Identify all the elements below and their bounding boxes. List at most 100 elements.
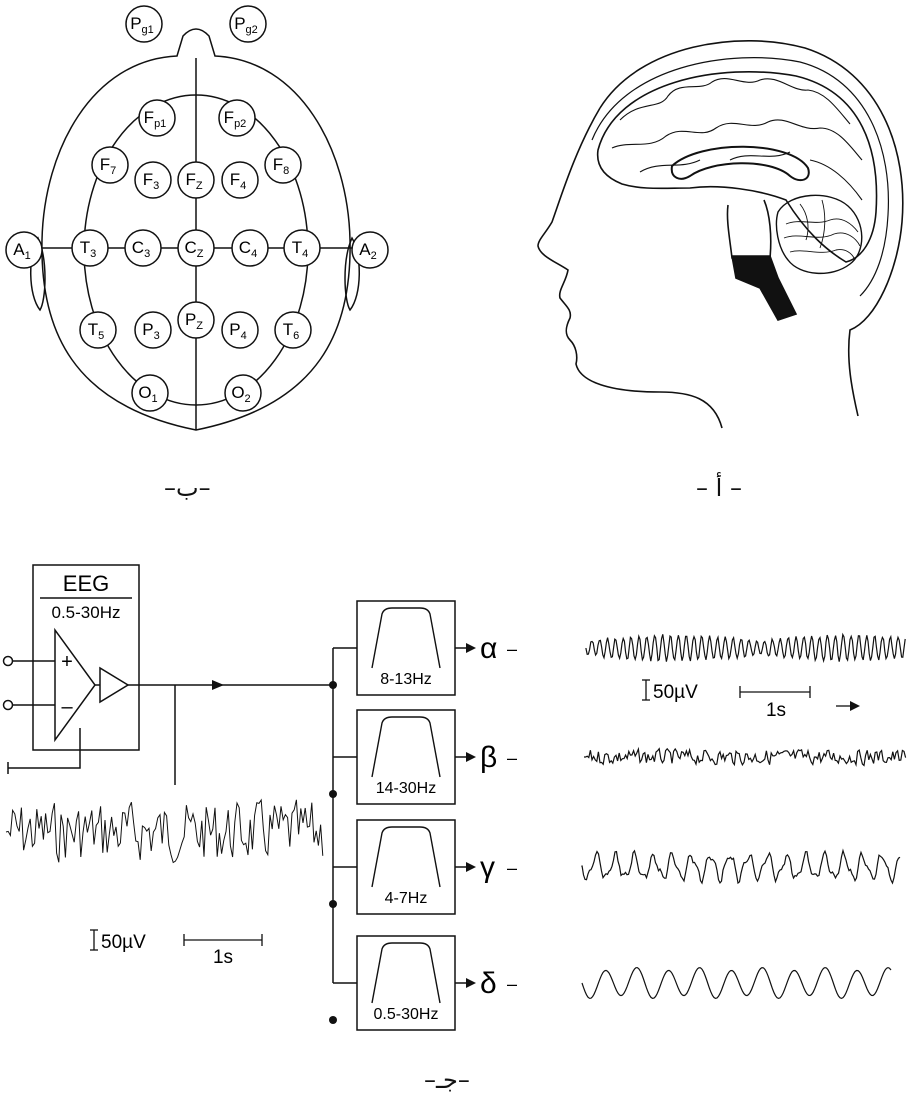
amplifier-text: EEG 0.5-30Hz + – xyxy=(52,571,121,718)
electrode-label: F8 xyxy=(273,155,290,177)
filter-arrowhead xyxy=(466,978,476,988)
filter-4: 0.5-30Hz δ– xyxy=(329,935,517,1031)
input-terminal-plus xyxy=(2,655,14,667)
electrode-pg1: Pg1 xyxy=(125,5,163,43)
electrode-circle xyxy=(177,301,215,339)
bus-junction xyxy=(329,681,337,689)
alpha-scale-bar xyxy=(642,679,852,707)
amplifier-title: EEG xyxy=(63,571,109,596)
electrode-circle xyxy=(264,146,302,184)
amplifier-range: 0.5-30Hz xyxy=(52,603,121,622)
electrode-label: Pg2 xyxy=(234,14,258,36)
electrode-circle xyxy=(221,311,259,349)
electrode-label: A2 xyxy=(359,240,376,262)
electrode-t6: T6 xyxy=(274,311,312,349)
electrode-fp2: Fp2 xyxy=(218,99,256,137)
band-dash: – xyxy=(507,858,517,878)
head-outline xyxy=(41,28,351,431)
cerebrum xyxy=(596,71,878,263)
filter-3: 4-7Hz γ– xyxy=(329,819,517,915)
electrode-circle xyxy=(274,311,312,349)
electrode-circle xyxy=(134,161,172,199)
filter-arrowhead xyxy=(466,752,476,762)
delta-wave-trace xyxy=(581,966,892,1000)
electrode-circle xyxy=(91,146,129,184)
caption-c: –جـ– xyxy=(424,1066,470,1094)
electrode-circle xyxy=(71,229,109,267)
brainstem-dark xyxy=(731,255,798,321)
band-symbol: α xyxy=(480,632,497,665)
electrode-label: Fp1 xyxy=(144,108,167,130)
electrode-o1: O1 xyxy=(131,374,169,412)
bus-junction xyxy=(329,790,337,798)
alpha-time-label: 1s xyxy=(766,700,786,721)
bus-junction xyxy=(329,1016,337,1024)
electrode-circle xyxy=(177,161,215,199)
electrode-circle xyxy=(231,229,269,267)
face-profile xyxy=(537,107,723,429)
electrode-label: Fp2 xyxy=(224,108,247,130)
electrode-label: PZ xyxy=(185,310,203,332)
electrode-label: C3 xyxy=(132,238,150,260)
electrode-f4: F4 xyxy=(221,161,259,199)
electrode-circle xyxy=(125,5,163,43)
band-dash: – xyxy=(507,974,517,994)
output-arrowhead xyxy=(212,680,224,690)
electrode-f3: F3 xyxy=(134,161,172,199)
electrode-label: A1 xyxy=(13,240,30,262)
band-dash: – xyxy=(507,748,517,768)
electrode-label: O1 xyxy=(138,383,157,405)
electrode-pz: PZ xyxy=(177,301,215,339)
electrode-circle xyxy=(221,161,259,199)
electrode-label: P3 xyxy=(142,320,159,342)
electrode-a2: A2 xyxy=(351,231,389,269)
electrode-label: Pg1 xyxy=(130,14,154,36)
electrode-circle xyxy=(351,231,389,269)
electrode-fp1: Fp1 xyxy=(138,99,176,137)
bandpass-curve-icon xyxy=(371,826,441,888)
head-back xyxy=(599,39,904,417)
electrode-circle xyxy=(177,229,215,267)
caption-b: –ب– xyxy=(164,474,211,502)
electrode-o2: O2 xyxy=(224,374,262,412)
electrode-cz: CZ xyxy=(177,229,215,267)
electrode-circle xyxy=(131,374,169,412)
filter-band-label: 0.5-30Hz xyxy=(374,1006,439,1023)
brainstem-upper xyxy=(726,199,772,259)
filter-band-label: 8-13Hz xyxy=(380,671,432,688)
bandpass-curve-icon xyxy=(371,607,441,669)
band-symbol: δ xyxy=(480,967,497,1000)
electrode-t4: T4 xyxy=(283,229,321,267)
electrode-label: F7 xyxy=(100,155,117,177)
raw-eeg-trace xyxy=(5,798,324,864)
time-arrow-head xyxy=(850,701,860,711)
main-amplitude-label: 50µV xyxy=(101,932,146,953)
beta-wave-trace xyxy=(584,746,907,768)
electrode-p3: P3 xyxy=(134,311,172,349)
amplifier-box xyxy=(32,564,140,751)
cerebellum-folia xyxy=(783,199,861,259)
electrode-label: T3 xyxy=(80,238,97,260)
band-symbol: γ xyxy=(480,851,495,884)
electrode-label: T4 xyxy=(292,238,309,260)
electrode-label: F4 xyxy=(230,170,247,192)
differential-amplifier xyxy=(54,627,96,743)
electrode-circle xyxy=(134,311,172,349)
minus-sign: – xyxy=(61,696,73,718)
electrode-label: T6 xyxy=(283,320,300,342)
electrode-circle xyxy=(218,99,256,137)
electrode-label: C4 xyxy=(239,238,257,260)
main-time-label: 1s xyxy=(213,947,233,968)
electrode-label: O2 xyxy=(231,383,250,405)
bandpass-curve-icon xyxy=(371,716,441,778)
filter-band-label: 4-7Hz xyxy=(385,890,428,907)
main-scale-bar xyxy=(90,929,263,951)
theta-wave-trace xyxy=(581,848,901,885)
electrode-c4: C4 xyxy=(231,229,269,267)
electrode-label: F3 xyxy=(143,170,160,192)
alpha-amplitude-label: 50µV xyxy=(653,682,698,703)
electrode-label: FZ xyxy=(185,170,202,192)
